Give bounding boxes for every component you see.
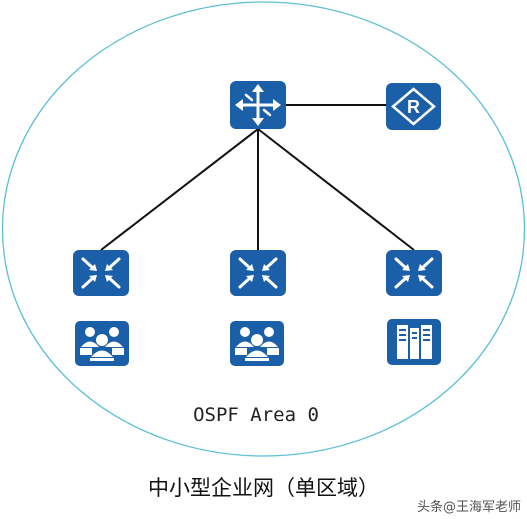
link-core-access-1 [100, 128, 259, 251]
access-switch-2-icon[interactable] [230, 250, 286, 296]
user-group-1-icon[interactable] [75, 321, 129, 366]
core-switch-icon[interactable] [230, 81, 286, 129]
svg-text:R: R [407, 97, 420, 117]
diagram-caption: 中小型企业网（单区域） [148, 476, 379, 500]
router-icon[interactable]: R [386, 83, 441, 130]
link-core-access-3 [257, 128, 415, 251]
area-label: OSPF Area 0 [193, 404, 319, 426]
access-switch-3-icon[interactable] [386, 250, 442, 296]
user-group-2-icon[interactable] [230, 321, 284, 366]
links [100, 104, 415, 251]
watermark: 头条@王海军老师 [416, 500, 521, 515]
ospf-area-boundary [1, 1, 526, 457]
server-icon[interactable] [387, 319, 441, 365]
access-switch-1-icon[interactable] [73, 250, 129, 296]
